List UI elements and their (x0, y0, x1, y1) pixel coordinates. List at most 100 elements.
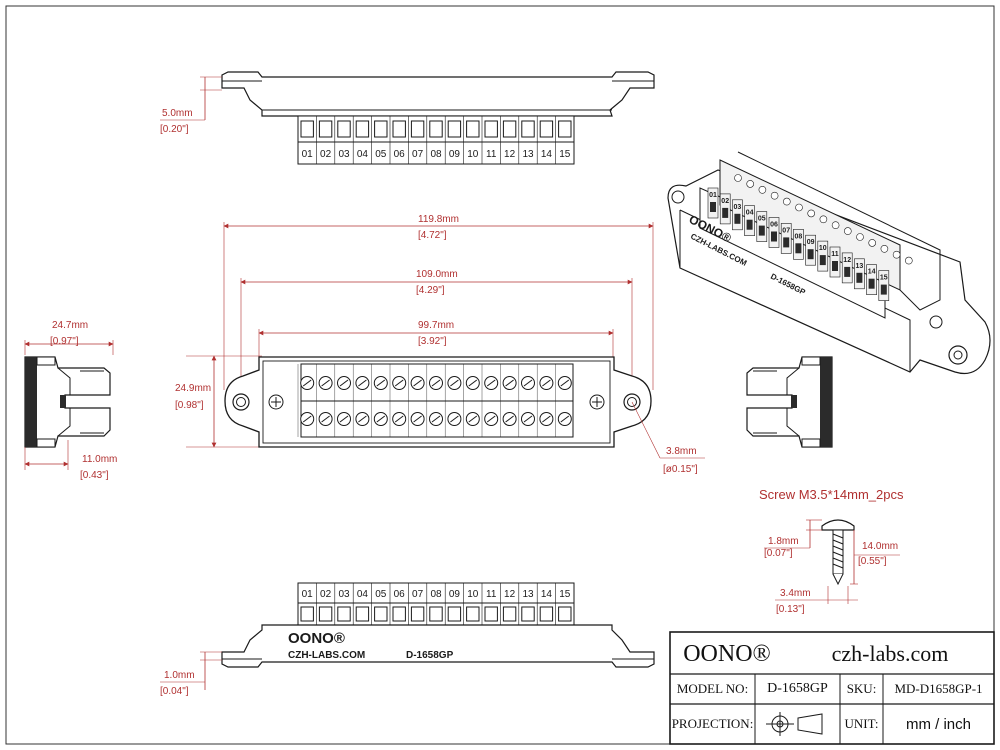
iso-terminal-screw (843, 227, 852, 235)
dim-overall-length: 119.8mm [4.72"] (223, 214, 654, 390)
bottom-terminal-number: 06 (394, 589, 406, 600)
side-width-in: [0.97"] (50, 336, 79, 347)
side-base-mm: 11.0mm (82, 454, 117, 465)
top-slot (392, 120, 406, 138)
sku-label: SKU: (846, 681, 877, 696)
top-slot (374, 120, 388, 138)
top-slot (410, 120, 425, 138)
top-terminal-number: 08 (430, 149, 442, 160)
title-block-brand: OONO® (683, 640, 771, 667)
iso-terminal-screw (770, 191, 779, 200)
iso-terminal-number: 09 (807, 239, 815, 246)
iso-terminal-number: 01 (709, 192, 717, 199)
dim-body-width: 24.9mm [0.98"] (175, 355, 262, 448)
screw-slot (321, 379, 330, 387)
iso-terminal-slot (844, 266, 851, 277)
screw-slot (321, 415, 330, 423)
iso-terminal-number: 07 (782, 227, 790, 234)
iso-terminal-number: 15 (880, 275, 888, 282)
dim-side-width: 24.7mm [0.97"] (24, 320, 114, 355)
iso-terminal-screw (795, 203, 803, 212)
top-slot (502, 120, 517, 138)
bottom-terminal-number: 07 (412, 589, 424, 600)
iso-terminal-number: 05 (758, 216, 766, 223)
dim-screw-length: 14.0mm [0.55"] (850, 530, 900, 585)
bottom-terminal-number: 02 (320, 589, 332, 600)
screw-length-in: [0.55"] (858, 556, 887, 567)
iso-terminal-screw (819, 215, 828, 224)
iso-terminal-slot (819, 255, 826, 266)
iso-terminal-number: 06 (770, 222, 778, 229)
bottom-slot (539, 606, 554, 622)
title-block-website: czh-labs.com (831, 641, 949, 666)
screw-slot (302, 415, 312, 423)
model-number-label: MODEL NO: (676, 681, 749, 696)
iso-terminal-slot (868, 278, 875, 289)
overall-length-mm: 119.8mm (418, 214, 459, 225)
title-block-grid (669, 631, 995, 745)
screw-slot (560, 415, 570, 423)
bottom-terminal-number: 09 (449, 589, 461, 600)
bottom-slot (484, 606, 498, 622)
top-terminal-number: 14 (541, 149, 553, 160)
screw-slot (413, 415, 422, 423)
bottom-height-mm: 1.0mm (164, 670, 195, 681)
iso-terminal-number: 08 (795, 233, 803, 240)
iso-terminal-screw (782, 197, 791, 206)
bottom-slot (355, 606, 370, 622)
top-slot (558, 120, 572, 138)
dim-top-height: 5.0mm [0.20"] (160, 76, 222, 135)
sku-value: MD-D1658GP-1 (894, 681, 983, 696)
top-slot (484, 120, 498, 138)
bottom-terminal-number: 12 (504, 589, 516, 600)
bottom-model: D-1658GP (406, 650, 454, 661)
iso-terminal-slot (771, 231, 777, 242)
bottom-terminal-number: 14 (541, 589, 553, 600)
bottom-height-in: [0.04"] (160, 686, 189, 697)
top-terminal-number: 11 (486, 149, 497, 160)
iso-terminal-slot (807, 249, 814, 260)
overall-length-in: [4.72"] (418, 230, 447, 241)
iso-terminal-screw (856, 233, 864, 241)
screw-slot (486, 415, 496, 423)
iso-terminal-number: 13 (856, 263, 864, 270)
top-terminal-number: 02 (320, 149, 332, 160)
iso-terminal-screw (746, 180, 755, 188)
left-side-view (24, 356, 111, 448)
screw-slot (431, 379, 441, 387)
bottom-terminal-number: 03 (338, 589, 350, 600)
hole-diameter-mm: 3.8mm (666, 446, 697, 457)
screw-diameter-in: [0.13"] (776, 604, 805, 615)
screw-slot (505, 379, 514, 387)
bottom-terminal-number: 13 (522, 589, 534, 600)
iso-terminal-slot (795, 243, 802, 254)
top-slot (429, 120, 443, 138)
top-terminal-number: 07 (412, 149, 424, 160)
bottom-slot (318, 606, 333, 622)
dim-side-base: 11.0mm [0.43"] (24, 440, 117, 481)
bottom-terminal-number: 15 (559, 589, 571, 600)
top-slot (355, 120, 370, 138)
bottom-slot (558, 606, 572, 622)
screw-slot (560, 379, 570, 387)
unit-value: mm / inch (905, 715, 971, 733)
top-slot (300, 120, 314, 138)
top-slot (539, 120, 554, 138)
bottom-slot (429, 606, 443, 622)
iso-terminal-slot (734, 213, 741, 224)
screw-drawing (821, 519, 855, 586)
dim-screw-head: 1.8mm [0.07"] (764, 519, 822, 559)
iso-terminal-slot (746, 219, 753, 230)
hole-spacing-in: [4.29"] (416, 285, 445, 296)
screw-slot (339, 415, 349, 423)
iso-terminal-slot (880, 284, 887, 295)
screw-slot (358, 379, 367, 387)
body-length-in: [3.92"] (418, 336, 447, 347)
bottom-view-terminal-slots (297, 583, 572, 625)
top-slot (447, 120, 462, 138)
